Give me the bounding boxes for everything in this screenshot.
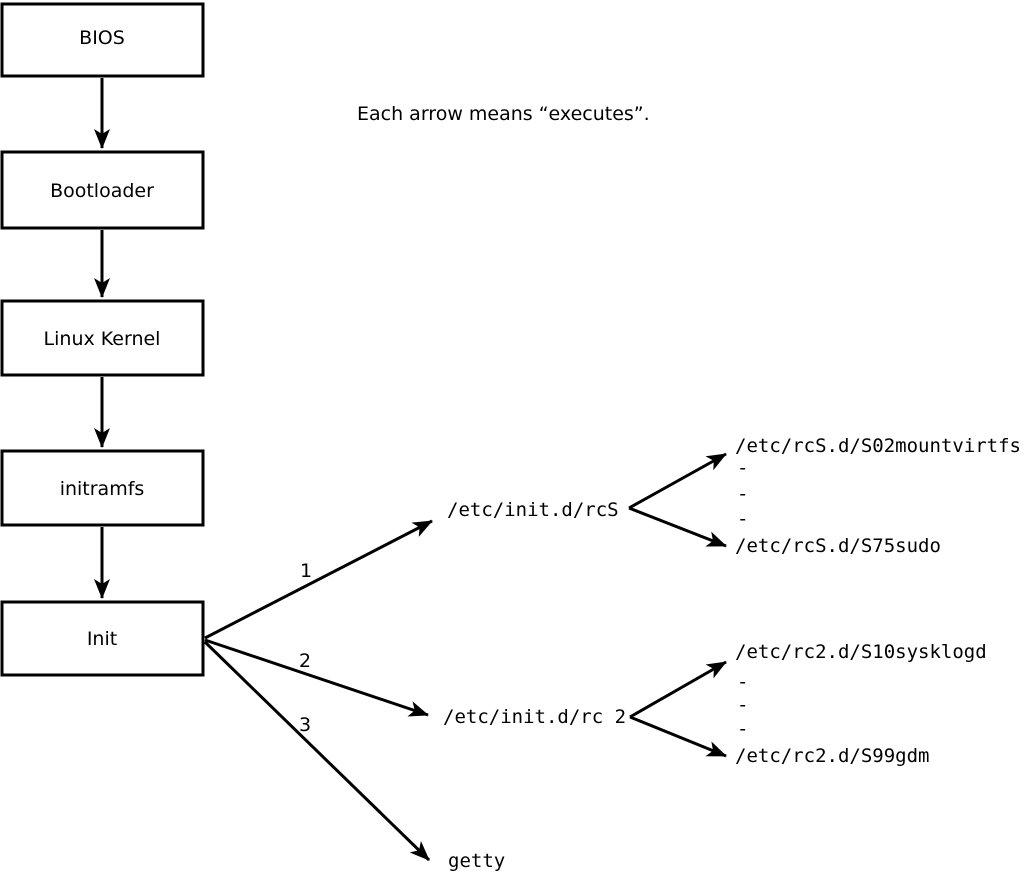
chain-column: BIOS Bootloader Linux Kernel initramfs I… <box>0 2 205 677</box>
rc2-fanout: /etc/rc2.d/S10sysklogd - - - /etc/rc2.d/… <box>629 641 987 767</box>
box-label-bios: BIOS <box>79 27 125 49</box>
box-initramfs <box>0 449 205 527</box>
ellipsis-dash: - <box>737 718 748 740</box>
arrow-init-to-rc2 <box>204 638 429 717</box>
arrow-rc2-to-s99gdm <box>629 715 727 758</box>
caption-text: Each arrow means “executes”. <box>357 103 650 125</box>
rcs-fanout: /etc/rcS.d/S02mountvirtfs - - - /etc/rcS… <box>628 435 1021 557</box>
node-etc-rc2-d-s99gdm: /etc/rc2.d/S99gdm <box>735 745 929 767</box>
arrow-rcs-to-s02mountvirtfs <box>628 452 727 510</box>
box-label-initramfs: initramfs <box>60 478 145 500</box>
branch-label-3: 3 <box>299 714 311 736</box>
node-etc-rcs-d-s02mountvirtfs: /etc/rcS.d/S02mountvirtfs <box>735 435 1021 457</box>
ellipsis-dash: - <box>737 671 748 693</box>
ellipsis-dash: - <box>737 508 748 530</box>
box-label-init: Init <box>87 628 117 650</box>
node-etc-init-d-rc2: /etc/init.d/rc 2 <box>443 706 626 728</box>
box-bootloader <box>0 150 205 230</box>
node-getty: getty <box>448 850 505 872</box>
box-label-linux-kernel: Linux Kernel <box>44 328 161 350</box>
node-etc-rc2-d-s10sysklogd: /etc/rc2.d/S10sysklogd <box>735 641 987 663</box>
arrow-init-to-getty <box>203 640 431 862</box>
box-label-bootloader: Bootloader <box>50 180 154 202</box>
ellipsis-dash: - <box>737 694 748 716</box>
ellipsis-dash: - <box>737 457 748 479</box>
arrow-init-to-rcs <box>204 519 433 640</box>
ellipsis-dash: - <box>737 483 748 505</box>
node-etc-init-d-rcs: /etc/init.d/rcS <box>447 499 619 521</box>
branch-label-2: 2 <box>299 650 311 672</box>
branch-label-1: 1 <box>300 560 312 582</box>
arrow-rc2-to-s10sysklogd <box>629 660 727 719</box>
arrow-rcs-to-s75sudo <box>628 506 727 548</box>
box-linux-kernel <box>0 299 205 377</box>
box-bios <box>0 2 205 78</box>
node-etc-rcs-d-s75sudo: /etc/rcS.d/S75sudo <box>735 535 941 557</box>
init-branches: 1 2 3 /etc/init.d/rcS /etc/init.d/rc 2 g… <box>203 499 626 872</box>
box-init <box>0 600 205 677</box>
